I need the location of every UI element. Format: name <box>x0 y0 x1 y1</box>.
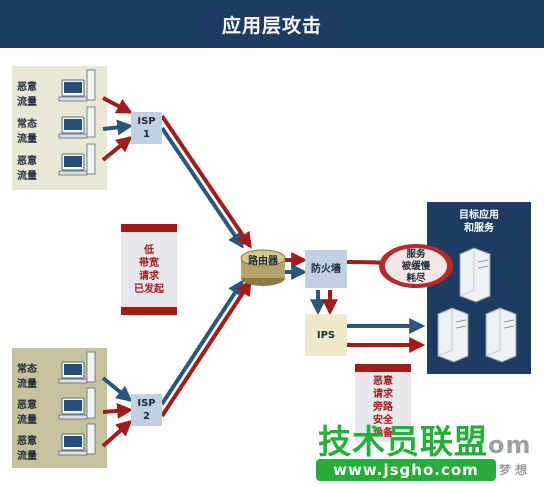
traffic-label: 恶意流量 <box>17 156 37 182</box>
traffic-label: 常态流量 <box>17 119 37 145</box>
link-isp2-router-blue <box>160 279 244 406</box>
link-pc2-isp1 <box>102 119 134 136</box>
target-title: 目标应用和服务 <box>459 210 499 234</box>
bypass-note: 恶意请求旁路安全设备 <box>355 364 411 442</box>
traffic-label: 恶意流量 <box>17 436 37 462</box>
server-icon <box>459 247 491 303</box>
page-title: 应用层攻击 <box>0 0 544 48</box>
link-pc6-isp2 <box>101 419 133 448</box>
service-exhaustion-text: 服务被缓慢耗尽 <box>401 249 431 284</box>
computer-icon <box>58 69 96 102</box>
ips-node: IPS <box>305 314 347 356</box>
server-icon <box>437 307 469 363</box>
computer-icon <box>58 143 96 176</box>
computer-icon <box>58 351 96 384</box>
computer-icon <box>58 423 96 456</box>
router-icon <box>240 249 286 286</box>
firewall-node: 防火墙 <box>305 250 347 288</box>
traffic-label: 恶意流量 <box>17 82 37 108</box>
link-isp2-router-red <box>160 279 252 418</box>
link-pc3-isp1 <box>101 135 133 162</box>
link-isp1-router-blue <box>160 126 244 249</box>
low-bandwidth-note: 低带宽请求已发起 <box>121 224 177 315</box>
router-label: 路由器 <box>248 255 278 267</box>
traffic-label: 常态流量 <box>17 364 37 390</box>
link-pc1-isp1 <box>102 96 133 114</box>
link-pc4-isp2 <box>101 376 133 403</box>
watermark-logo: 技术员联盟om <box>318 422 532 461</box>
watermark-url: www.jsgho.com <box>316 459 496 481</box>
watermark-side: 梦 想 <box>499 463 528 477</box>
computer-icon <box>58 106 96 139</box>
computer-icon <box>58 387 96 420</box>
server-icon <box>485 307 517 363</box>
traffic-label: 恶意流量 <box>17 400 37 426</box>
link-isp1-router-red <box>160 114 252 249</box>
link-pc5-isp2 <box>102 402 134 419</box>
